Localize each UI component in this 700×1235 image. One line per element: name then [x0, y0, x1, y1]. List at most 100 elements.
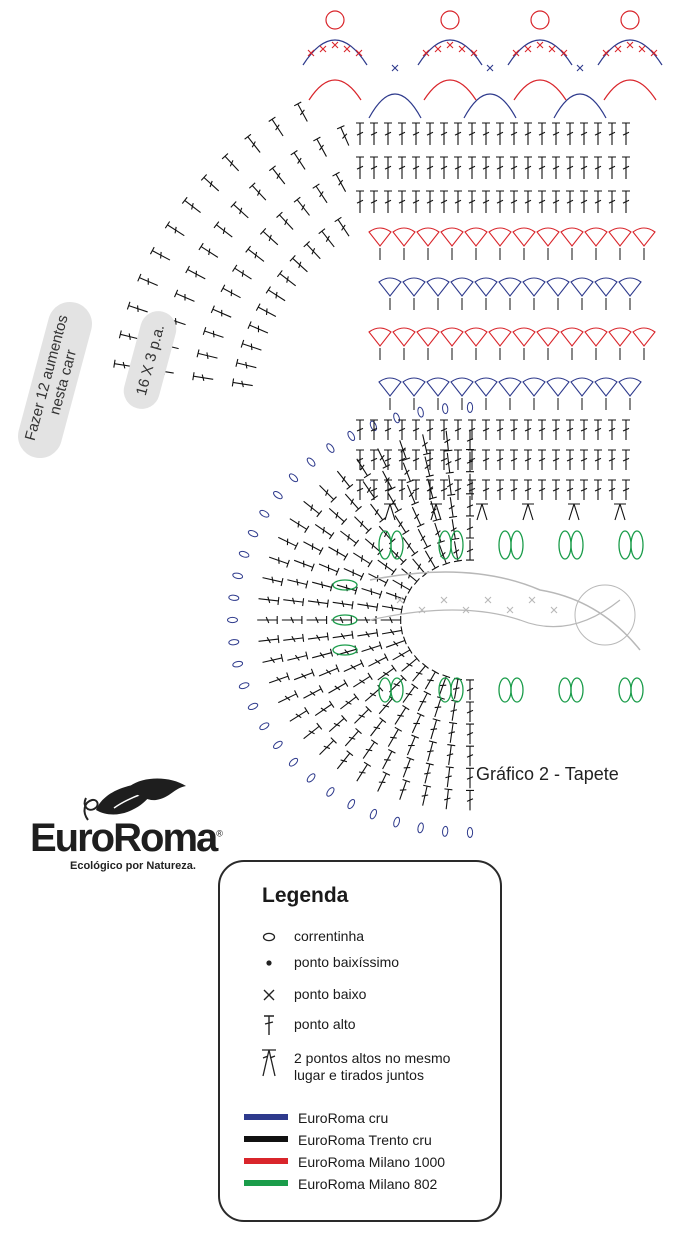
- dc-stitch: [200, 174, 220, 192]
- dc-stitch: [356, 479, 364, 500]
- green-motif: [618, 677, 632, 703]
- fan-stitch: [522, 277, 546, 297]
- dc-stitch: [384, 156, 392, 179]
- flower-stitch: [325, 10, 345, 30]
- dc-stitch: [622, 449, 630, 470]
- dc-stitch: [412, 419, 420, 440]
- dc-stitch: [303, 541, 324, 555]
- dc-stitch: [468, 156, 476, 179]
- flower-stitch: [530, 10, 550, 30]
- chain-stitch: [466, 827, 474, 838]
- fan-stitch: [392, 227, 416, 247]
- dc-stitch: [454, 156, 462, 179]
- sc-stitch: [650, 49, 658, 57]
- dc-stitch: [385, 636, 407, 648]
- dc-stitch: [328, 714, 348, 733]
- chain-stitch: [326, 443, 335, 453]
- dc-stitch: [401, 655, 420, 672]
- dc-stitch: [354, 706, 372, 724]
- sc-stitch: [396, 596, 404, 604]
- sc-stitch: [343, 45, 351, 53]
- dc-stitch: [448, 497, 458, 519]
- green-motif: [510, 677, 524, 703]
- dc-stitch: [421, 784, 432, 806]
- dc-stitch: [398, 419, 406, 440]
- dc-stitch: [454, 190, 462, 213]
- dc-stitch: [524, 122, 532, 145]
- fan-stitch: [488, 327, 512, 347]
- dc-stitch: [427, 740, 437, 762]
- dc2tog-stitch: [430, 503, 442, 521]
- dc-stitch: [362, 739, 379, 759]
- dc-stitch: [412, 449, 420, 470]
- dc-stitch: [424, 762, 434, 784]
- dc-stitch: [594, 190, 602, 213]
- sc-stitch: [391, 64, 399, 72]
- fan-stitch: [608, 327, 632, 347]
- dc-stitch: [552, 122, 560, 145]
- chain-stitch: [369, 808, 378, 820]
- dc-stitch: [387, 493, 403, 514]
- fan-stitch: [546, 277, 570, 297]
- sc-stitch: [638, 45, 646, 53]
- single-crochet-x-icon: [263, 989, 275, 1001]
- dc-stitch: [192, 372, 214, 382]
- sc-stitch: [548, 45, 556, 53]
- dc2tog-stitch: [384, 503, 396, 521]
- dc-stitch: [430, 718, 441, 740]
- slip-stitch-dot-icon: [266, 960, 272, 966]
- dc-stitch: [185, 265, 206, 280]
- green-motif: [450, 677, 464, 703]
- chain-stitch: [288, 473, 299, 483]
- dc-stitch: [510, 190, 518, 213]
- legend-box: Legenda correntinha ponto baixíssimo pon…: [218, 860, 502, 1222]
- sc-stitch: [470, 49, 478, 57]
- dc-stitch: [220, 284, 241, 299]
- dc-stitch: [370, 190, 378, 213]
- dc-stitch: [213, 221, 233, 238]
- dc-stitch: [580, 122, 588, 145]
- dc-stitch: [368, 653, 389, 667]
- dc-stitch: [440, 122, 448, 145]
- dc-stitch: [278, 536, 299, 550]
- green-motif: [450, 530, 464, 560]
- dc-stitch: [303, 241, 321, 260]
- sc-stitch: [506, 606, 514, 614]
- fan-stitch: [608, 227, 632, 247]
- grey-sketch: [574, 584, 636, 646]
- dc-stitch: [384, 122, 392, 145]
- sc-stitch: [418, 606, 426, 614]
- dc-stitch: [353, 672, 373, 688]
- dc-stitch: [244, 133, 261, 153]
- fan-stitch: [417, 39, 483, 66]
- dc-stitch: [283, 597, 305, 607]
- dc-stitch: [377, 559, 397, 576]
- dc-stitch: [466, 723, 474, 745]
- green-motif: [332, 614, 358, 626]
- dc-stitch: [276, 270, 297, 287]
- dc-stitch: [240, 339, 262, 351]
- dc-stitch: [385, 592, 407, 604]
- legend-label-line2: lugar e tirados juntos: [294, 1067, 424, 1083]
- dc-stitch: [293, 101, 308, 122]
- dc-stitch: [356, 616, 377, 624]
- dc-stitch: [538, 479, 546, 500]
- green-motif: [558, 677, 572, 703]
- dc-stitch: [468, 419, 476, 440]
- grey-sketch: [369, 571, 641, 651]
- green-motif: [498, 677, 512, 703]
- dc-stitch: [482, 419, 490, 440]
- dc-stitch: [466, 679, 474, 700]
- dc-stitch: [356, 458, 372, 479]
- dc-stitch: [231, 378, 253, 388]
- dc-stitch: [580, 156, 588, 179]
- dc-stitch: [307, 598, 329, 608]
- dc-stitch: [314, 523, 335, 540]
- dc-stitch: [594, 449, 602, 470]
- dc-stitch: [364, 684, 384, 702]
- dc-stitch: [318, 664, 340, 677]
- dc-stitch: [426, 156, 434, 179]
- dc-stitch: [482, 122, 490, 145]
- dc-stitch: [340, 693, 360, 710]
- dc-stitch: [406, 734, 420, 756]
